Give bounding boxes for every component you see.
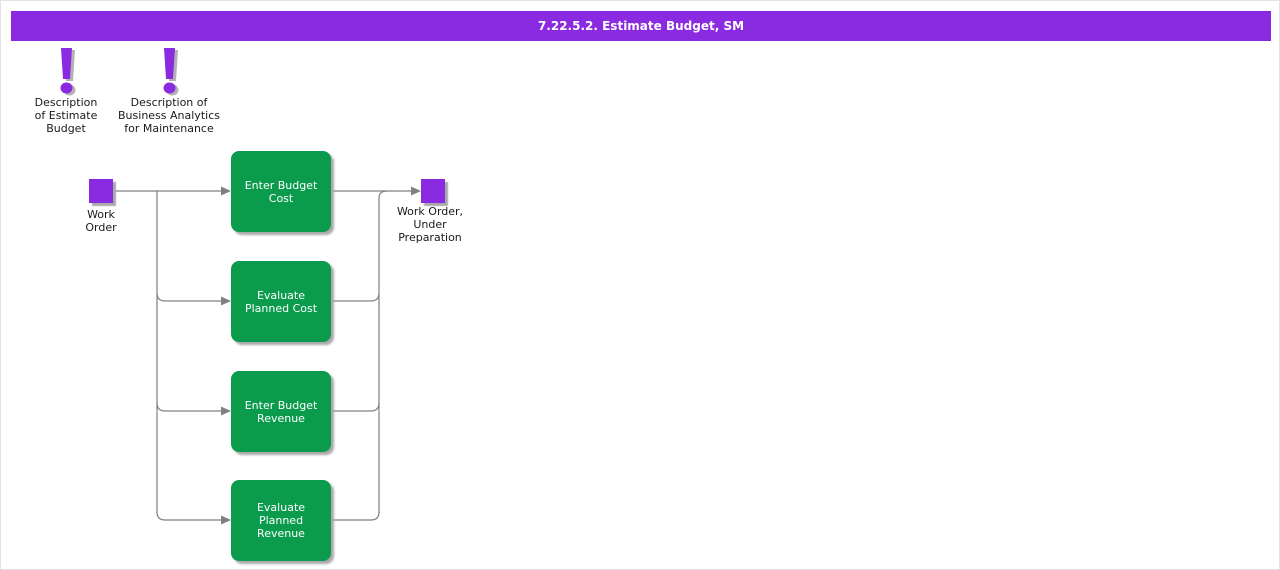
arrowhead: [221, 406, 231, 416]
end-node-label: Work Order, Under Preparation: [396, 205, 464, 244]
note-exclamation-icon-estimate-budget[interactable]: [53, 48, 81, 102]
activity-evaluate-planned-cost[interactable]: Evaluate Planned Cost: [231, 261, 331, 342]
activity-enter-budget-cost[interactable]: Enter Budget Cost: [231, 151, 331, 232]
activity-evaluate-planned-revenue[interactable]: Evaluate Planned Revenue: [231, 480, 331, 561]
arrowhead: [221, 296, 231, 306]
diagram-title-bar: 7.22.5.2. Estimate Budget, SM: [11, 11, 1271, 41]
arrowhead: [221, 515, 231, 525]
activity-enter-budget-revenue[interactable]: Enter Budget Revenue: [231, 371, 331, 452]
arrowhead: [411, 186, 421, 196]
note-label-business-analytics: Description of Business Analytics for Ma…: [118, 96, 220, 135]
start-node-work-order[interactable]: [89, 179, 113, 203]
note-label-estimate-budget: Description of Estimate Budget: [34, 96, 98, 135]
arrowhead: [221, 186, 231, 196]
end-node-work-order-under-preparation[interactable]: [421, 179, 445, 203]
start-node-label: Work Order: [85, 208, 117, 234]
note-exclamation-icon-business-analytics[interactable]: [156, 48, 184, 102]
